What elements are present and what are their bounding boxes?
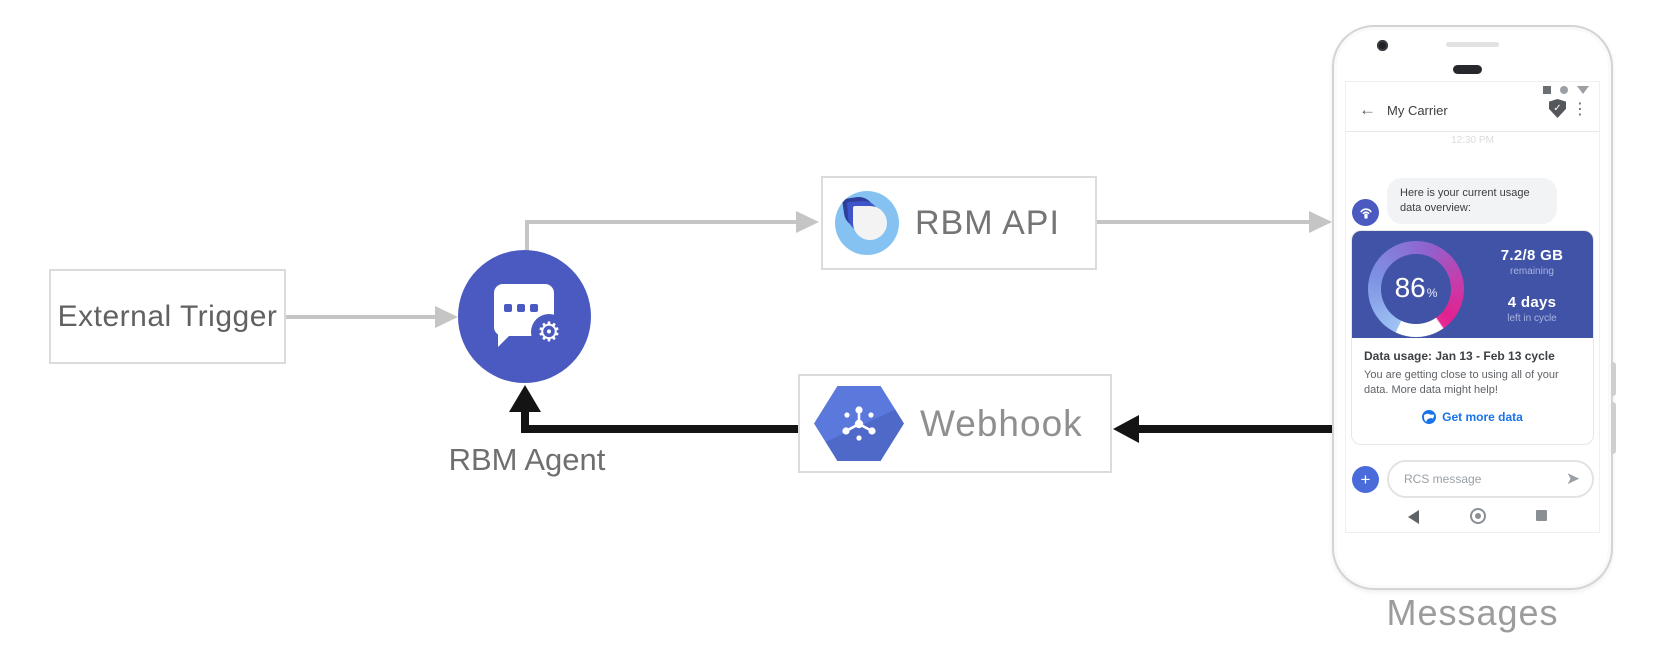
arrow-api-to-phone-head: [1309, 211, 1332, 233]
external-trigger-label: External Trigger: [57, 299, 278, 333]
gauge-percent-unit: %: [1426, 286, 1438, 300]
status-dot-icon: [1560, 86, 1568, 94]
front-camera: [1377, 40, 1388, 51]
status-square-icon: [1543, 86, 1551, 94]
usage-rich-card: 86 % 7.2/8 GB remaining 4 days left in c…: [1351, 230, 1594, 445]
usage-card-heading: Data usage: Jan 13 - Feb 13 cycle: [1364, 349, 1555, 363]
chat-dots-icon: [504, 304, 538, 312]
rbm-api-icon: [835, 191, 899, 255]
phone-device: ← My Carrier ✓ ⋮ 12:30 PM Here is your c…: [1332, 25, 1616, 590]
webhook-label: Webhook: [920, 402, 1083, 444]
agent-message-bubble: Here is your current usage data overview…: [1387, 178, 1557, 224]
chat-bubble-tail: [498, 332, 513, 347]
compose-bar: ➤: [1387, 460, 1594, 498]
conversation-title: My Carrier: [1387, 103, 1448, 118]
arrow-webhook-to-agent-line: [521, 425, 798, 433]
cycle-value: 4 days: [1507, 294, 1557, 311]
arrow-api-to-phone-line: [1097, 220, 1310, 224]
back-arrow-icon[interactable]: ←: [1359, 100, 1376, 119]
usage-card-body: You are getting close to using all of yo…: [1364, 369, 1559, 396]
arrow-phone-to-webhook-head: [1113, 415, 1139, 443]
globe-icon: [1422, 410, 1437, 424]
usage-card-chart-area: 86 % 7.2/8 GB remaining 4 days left in c…: [1352, 231, 1593, 338]
gear-icon: ⚙: [531, 314, 567, 350]
verified-shield-icon: ✓: [1549, 99, 1566, 118]
power-button: [1611, 362, 1616, 396]
node-webhook: Webhook: [798, 374, 1112, 473]
arrow-phone-to-webhook-line: [1138, 425, 1332, 433]
message-input[interactable]: [1404, 472, 1566, 486]
volume-button: [1611, 402, 1616, 454]
node-rbm-agent: ⚙: [458, 250, 591, 383]
remaining-value: 7.2/8 GB: [1500, 247, 1564, 264]
hub-icon: [842, 405, 876, 441]
arrow-agent-to-api-vline: [525, 222, 529, 251]
chat-bubble-icon: ⚙: [494, 284, 567, 350]
usage-gauge-center: 86 %: [1381, 254, 1451, 324]
arrow-agent-to-api-head: [796, 211, 819, 233]
arrow-webhook-to-agent-vline: [521, 410, 529, 428]
rbm-agent-label: RBM Agent: [448, 442, 606, 477]
get-more-data-label: Get more data: [1442, 410, 1523, 424]
carrier-antenna-icon: [1359, 207, 1372, 219]
arrow-agent-to-api-line: [525, 220, 797, 224]
phone-screen: ← My Carrier ✓ ⋮ 12:30 PM Here is your c…: [1345, 81, 1600, 533]
node-external-trigger: External Trigger: [49, 269, 286, 364]
usage-stats: 7.2/8 GB remaining 4 days left in cycle: [1478, 231, 1586, 338]
send-icon[interactable]: ➤: [1565, 468, 1580, 489]
rbm-api-label: RBM API: [915, 203, 1060, 242]
phone-caption: Messages: [1386, 592, 1559, 633]
node-rbm-api: RBM API: [821, 176, 1097, 270]
nav-back-icon[interactable]: [1408, 510, 1419, 524]
webhook-hexagon-icon: [814, 386, 904, 461]
message-timestamp: 12:30 PM: [1451, 135, 1494, 146]
arrow-webhook-to-agent-head: [509, 385, 541, 412]
status-bar: [1543, 86, 1589, 94]
usage-gauge: 86 %: [1368, 241, 1464, 337]
get-more-data-action[interactable]: Get more data: [1364, 410, 1581, 424]
remaining-label: remaining: [1510, 266, 1554, 277]
top-speaker-slot: [1446, 42, 1499, 47]
gauge-percent: 86: [1394, 272, 1426, 303]
nav-recents-icon[interactable]: [1536, 510, 1547, 521]
earpiece: [1453, 65, 1482, 74]
attach-plus-button[interactable]: +: [1352, 466, 1379, 493]
arrow-external-to-agent-line: [286, 315, 436, 319]
android-nav-bar: [1346, 506, 1599, 528]
status-triangle-icon: [1577, 86, 1589, 94]
usage-card-text-area: Data usage: Jan 13 - Feb 13 cycle You ar…: [1352, 338, 1593, 424]
cycle-label: left in cycle: [1507, 313, 1557, 324]
overflow-menu-icon[interactable]: ⋮: [1572, 101, 1588, 118]
conversation-header: ← My Carrier ✓ ⋮: [1346, 95, 1599, 131]
agent-avatar: [1352, 199, 1379, 226]
nav-home-icon[interactable]: [1470, 508, 1486, 524]
arrow-external-to-agent-head: [435, 306, 458, 328]
header-divider: [1346, 131, 1599, 132]
